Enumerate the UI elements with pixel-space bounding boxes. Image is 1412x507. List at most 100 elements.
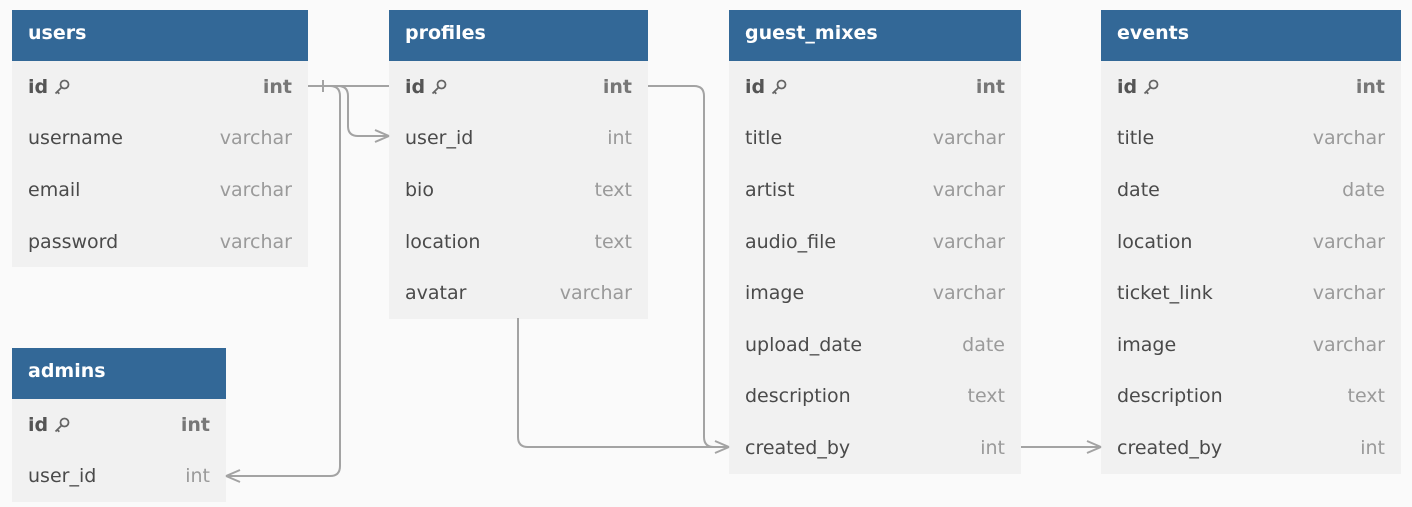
column-name: audio_file bbox=[745, 230, 837, 253]
column-name: user_id bbox=[405, 127, 474, 150]
table-header-admins[interactable]: admins bbox=[12, 348, 226, 399]
table-header-guest-mixes[interactable]: guest_mixes bbox=[729, 10, 1021, 61]
column-row-guest-mixes-artist[interactable]: artist varchar bbox=[729, 164, 1021, 216]
column-type: varchar bbox=[1312, 127, 1385, 150]
primary-key-icon bbox=[53, 416, 71, 434]
column-type: int bbox=[262, 75, 292, 98]
column-row-profiles-user-id[interactable]: user_id int bbox=[389, 113, 648, 165]
primary-key-icon bbox=[770, 78, 788, 96]
column-type: varchar bbox=[932, 230, 1005, 253]
column-type: text bbox=[967, 385, 1006, 408]
column-name: ticket_link bbox=[1117, 282, 1213, 305]
column-name: id bbox=[745, 75, 766, 98]
column-type: int bbox=[607, 127, 632, 150]
column-name: title bbox=[1117, 127, 1155, 150]
column-type: varchar bbox=[559, 282, 632, 305]
column-row-users-password[interactable]: password varchar bbox=[12, 216, 308, 268]
table-profiles[interactable]: profiles id int user_id int bio text loc… bbox=[389, 10, 648, 319]
column-name: avatar bbox=[405, 282, 467, 305]
column-name: user_id bbox=[28, 465, 97, 488]
column-type: varchar bbox=[932, 127, 1005, 150]
column-name: created_by bbox=[1117, 436, 1223, 459]
column-name: description bbox=[745, 385, 851, 408]
column-type: date bbox=[962, 333, 1005, 356]
column-row-events-created-by[interactable]: created_by int bbox=[1101, 422, 1401, 474]
column-name: id bbox=[1117, 75, 1138, 98]
column-name: description bbox=[1117, 385, 1223, 408]
column-row-events-description[interactable]: description text bbox=[1101, 371, 1401, 423]
column-type: int bbox=[1360, 436, 1385, 459]
column-name: bio bbox=[405, 178, 434, 201]
column-name: email bbox=[28, 178, 81, 201]
column-type: int bbox=[602, 75, 632, 98]
column-name: location bbox=[405, 230, 481, 253]
column-type: varchar bbox=[219, 230, 292, 253]
column-type: int bbox=[1355, 75, 1385, 98]
column-type: varchar bbox=[219, 127, 292, 150]
relationship-many-marker bbox=[225, 469, 241, 483]
table-header-events[interactable]: events bbox=[1101, 10, 1401, 61]
table-admins[interactable]: admins id int user_id int bbox=[12, 348, 226, 503]
primary-key-icon bbox=[430, 78, 448, 96]
column-row-guest-mixes-id[interactable]: id int bbox=[729, 61, 1021, 113]
column-type: date bbox=[1342, 178, 1385, 201]
column-name: username bbox=[28, 127, 123, 150]
column-row-users-id[interactable]: id int bbox=[12, 61, 308, 113]
column-type: text bbox=[594, 230, 633, 253]
column-row-guest-mixes-audio-file[interactable]: audio_file varchar bbox=[729, 216, 1021, 268]
table-title-guest-mixes: guest_mixes bbox=[745, 22, 878, 44]
column-type: int bbox=[185, 465, 210, 488]
column-row-events-id[interactable]: id int bbox=[1101, 61, 1401, 113]
relationship-many-marker bbox=[714, 440, 730, 454]
table-title-users: users bbox=[28, 22, 87, 44]
column-row-guest-mixes-description[interactable]: description text bbox=[729, 371, 1021, 423]
table-title-profiles: profiles bbox=[405, 22, 486, 44]
relationship-many-marker bbox=[1086, 440, 1102, 454]
column-name: created_by bbox=[745, 436, 851, 459]
table-guest-mixes[interactable]: guest_mixes id int title varchar artist … bbox=[729, 10, 1021, 474]
column-row-guest-mixes-upload-date[interactable]: upload_date date bbox=[729, 319, 1021, 371]
column-type: text bbox=[594, 178, 633, 201]
column-row-guest-mixes-title[interactable]: title varchar bbox=[729, 113, 1021, 165]
column-type: varchar bbox=[932, 282, 1005, 305]
column-name: image bbox=[1117, 333, 1177, 356]
table-header-users[interactable]: users bbox=[12, 10, 308, 61]
column-row-events-image[interactable]: image varchar bbox=[1101, 319, 1401, 371]
column-name: upload_date bbox=[745, 333, 863, 356]
column-type: varchar bbox=[1312, 333, 1385, 356]
table-users[interactable]: users id int username varchar email varc… bbox=[12, 10, 308, 268]
column-type: varchar bbox=[1312, 230, 1385, 253]
relationship-profiles-guestmixes[interactable] bbox=[648, 85, 729, 448]
column-row-users-email[interactable]: email varchar bbox=[12, 164, 308, 216]
table-header-profiles[interactable]: profiles bbox=[389, 10, 648, 61]
primary-key-icon bbox=[53, 78, 71, 96]
column-row-guest-mixes-created-by[interactable]: created_by int bbox=[729, 422, 1021, 474]
table-title-events: events bbox=[1117, 22, 1190, 44]
column-row-events-ticket-link[interactable]: ticket_link varchar bbox=[1101, 267, 1401, 319]
column-row-profiles-avatar[interactable]: avatar varchar bbox=[389, 267, 648, 319]
table-events[interactable]: events id int title varchar date date lo… bbox=[1101, 10, 1401, 474]
column-row-admins-id[interactable]: id int bbox=[12, 399, 226, 451]
column-name: password bbox=[28, 230, 119, 253]
column-row-users-username[interactable]: username varchar bbox=[12, 113, 308, 165]
column-row-events-date[interactable]: date date bbox=[1101, 164, 1401, 216]
column-row-guest-mixes-image[interactable]: image varchar bbox=[729, 267, 1021, 319]
column-row-events-title[interactable]: title varchar bbox=[1101, 113, 1401, 165]
relationship-many-marker bbox=[374, 129, 390, 143]
column-row-profiles-bio[interactable]: bio text bbox=[389, 164, 648, 216]
column-row-events-location[interactable]: location varchar bbox=[1101, 216, 1401, 268]
column-row-profiles-id[interactable]: id int bbox=[389, 61, 648, 113]
column-name: title bbox=[745, 127, 783, 150]
relationship-users-profiles[interactable] bbox=[308, 85, 389, 137]
column-row-profiles-location[interactable]: location text bbox=[389, 216, 648, 268]
column-name: location bbox=[1117, 230, 1193, 253]
column-type: int bbox=[980, 436, 1005, 459]
column-name: date bbox=[1117, 178, 1160, 201]
column-type: int bbox=[975, 75, 1005, 98]
relationship-profiles-bottom-guestmixes[interactable] bbox=[517, 318, 729, 448]
column-row-admins-user-id[interactable]: user_id int bbox=[12, 451, 226, 503]
column-type: text bbox=[1347, 385, 1386, 408]
primary-key-icon bbox=[1142, 78, 1160, 96]
column-type: varchar bbox=[932, 178, 1005, 201]
column-name: id bbox=[405, 75, 426, 98]
